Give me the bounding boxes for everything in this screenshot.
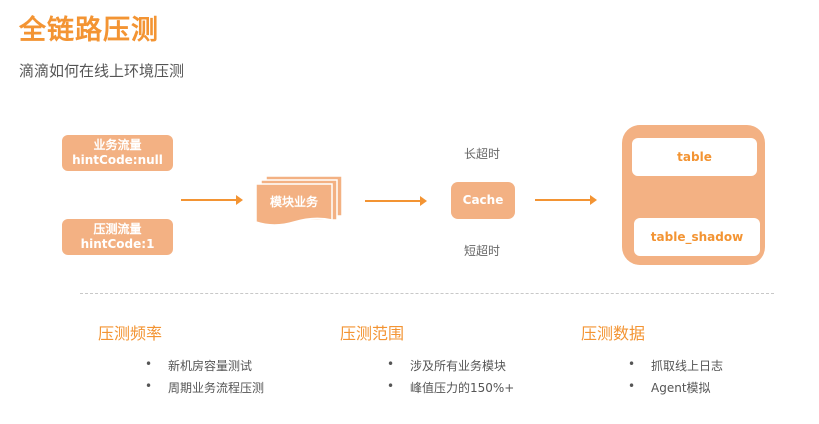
section-frequency: 压测频率 新机房容量测试 周期业务流程压测	[98, 320, 264, 401]
business-traffic-label: 业务流量	[93, 138, 142, 152]
section-title: 压测范围	[340, 324, 405, 343]
arrow-to-db	[535, 195, 597, 205]
page-title: 全链路压测	[19, 15, 159, 46]
module-label: 模块业务	[269, 195, 318, 209]
table-slot: table	[632, 138, 757, 176]
section-title: 压测频率	[98, 324, 163, 343]
page-subtitle: 滴滴如何在线上环境压测	[19, 62, 185, 80]
section-scope: 压测范围 涉及所有业务模块 峰值压力的150%+	[340, 320, 514, 401]
section-title: 压测数据	[581, 324, 646, 343]
stress-traffic-box: 压测流量 hintCode:1	[62, 219, 173, 255]
cache-label: Cache	[462, 193, 504, 207]
module-stack-shape	[255, 175, 343, 226]
list-item: Agent模拟	[581, 379, 723, 401]
list-item: 新机房容量测试	[98, 357, 264, 379]
cache-box: Cache	[451, 182, 515, 219]
section-data: 压测数据 抓取线上日志 Agent模拟	[581, 320, 723, 401]
short-timeout-label: 短超时	[464, 244, 501, 258]
business-traffic-hintcode: hintCode:null	[72, 153, 163, 167]
list-item: 涉及所有业务模块	[340, 357, 514, 379]
long-timeout-label: 长超时	[464, 147, 501, 161]
stress-traffic-label: 压测流量	[93, 222, 142, 236]
business-traffic-box: 业务流量 hintCode:null	[62, 135, 173, 171]
module-stack-front	[255, 183, 333, 226]
table-shadow-slot: table_shadow	[634, 218, 760, 256]
arrow-to-cache	[365, 196, 427, 206]
table-label: table	[677, 150, 712, 164]
list-item: 峰值压力的150%+	[340, 379, 514, 401]
list-item: 周期业务流程压测	[98, 379, 264, 401]
section-divider	[80, 293, 774, 294]
table-shadow-label: table_shadow	[650, 230, 744, 244]
arrow-to-module	[181, 195, 243, 205]
list-item: 抓取线上日志	[581, 357, 723, 379]
stress-traffic-hintcode: hintCode:1	[80, 237, 155, 251]
database-container: table table_shadow	[622, 125, 765, 265]
